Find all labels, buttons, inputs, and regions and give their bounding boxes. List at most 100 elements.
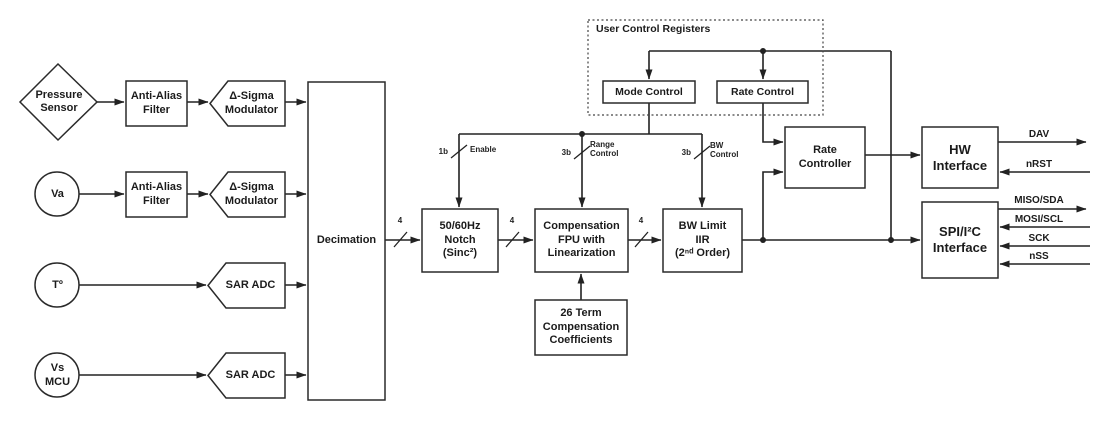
sck-pin-label: SCK [1028, 232, 1050, 244]
anti-alias-2-line2: Filter [143, 194, 170, 207]
comp-fpu-block: Compensation FPU with Linearization [535, 209, 628, 272]
pressure-sensor-label-line1: Pressure [35, 88, 83, 101]
bus-width-4-decim: 4 [391, 216, 409, 226]
bw-control-signal: BW Control [710, 140, 756, 160]
pressure-sensor-node: Pressure Sensor [20, 64, 98, 140]
nrst-pin: nRST [998, 159, 1080, 171]
mode-control-box [602, 80, 696, 104]
bus-width-4-label-3: 4 [638, 216, 644, 226]
bus-width-4-label-1: 4 [397, 216, 403, 226]
range-control-line2: Control [590, 149, 619, 158]
anti-alias-1-line1: Anti-Alias [130, 90, 183, 103]
bw-limit-line2: IIR [695, 233, 710, 246]
dsigma-1-line2: Modulator [224, 103, 279, 116]
dsigma-1-line1: Δ-Sigma [229, 90, 274, 103]
miso-sda-pin-label: MISO/SDA [1014, 194, 1064, 206]
dav-pin-label: DAV [1028, 128, 1050, 140]
hw-interface-line1: HW [949, 141, 971, 157]
rate-controller-line1: Rate [813, 144, 837, 157]
anti-alias-2-line1: Anti-Alias [130, 181, 183, 194]
bw-limit-line3: (2ⁿᵈ Order) [674, 247, 731, 260]
bw-control-line1: BW [710, 140, 724, 150]
notch-line3: (Sinc²) [442, 247, 478, 260]
node-shapes [18, 62, 999, 401]
decimation-box [307, 81, 386, 401]
bw-width-label: 3b [681, 148, 691, 158]
dsigma-modulator-1: Δ-Sigma Modulator [218, 81, 285, 126]
bw-limit-line1: BW Limit [678, 220, 727, 233]
dsigma-1-shape [209, 80, 286, 127]
bw-width: 3b [669, 148, 691, 158]
rate-control-register: Rate Control [717, 81, 808, 103]
rate-controller-line2: Controller [798, 157, 852, 170]
user-control-registers-frame [587, 19, 824, 116]
mosi-scl-pin-label: MOSI/SCL [1014, 213, 1064, 225]
dsigma-modulator-2: Δ-Sigma Modulator [218, 172, 285, 217]
range-width-label: 3b [561, 148, 571, 158]
decimation-block: Decimation [308, 82, 385, 400]
temperature-shape [34, 262, 80, 308]
hw-interface-line2: Interface [932, 157, 988, 173]
bw-limit-box [662, 208, 743, 273]
sar-adc-2-shape [207, 352, 286, 399]
enable-signal: Enable [470, 145, 512, 155]
va-node: Va [35, 172, 80, 217]
va-shape [34, 171, 80, 217]
nss-pin-label: nSS [1029, 250, 1049, 262]
vs-mcu-node: Vs MCU [35, 353, 80, 398]
junction-dots [579, 48, 894, 243]
sar-adc-1: SAR ADC [216, 263, 285, 308]
anti-alias-1-line2: Filter [143, 103, 170, 116]
dav-pin: DAV [998, 129, 1080, 141]
spi-interface-line2: Interface [932, 240, 988, 255]
vs-mcu-line2: MCU [44, 375, 71, 388]
bus-width-4-label-2: 4 [509, 216, 515, 226]
range-width: 3b [549, 148, 571, 158]
nss-pin: nSS [998, 251, 1080, 263]
range-control-signal: Range Control [590, 139, 636, 159]
coefficients-line2: Compensation [542, 320, 620, 333]
anti-alias-filter-2: Anti-Alias Filter [126, 172, 187, 217]
mode-control-register: Mode Control [603, 81, 695, 103]
user-control-registers-title: User Control Registers [596, 23, 766, 37]
spi-interface-block: SPI/I²C Interface [922, 202, 998, 278]
bw-control-line2: Control [710, 150, 739, 159]
enable-width: 1b [426, 147, 448, 157]
sar-adc-2: SAR ADC [216, 353, 285, 398]
notch-line1: 50/60Hz [439, 220, 481, 233]
dsigma-2-line2: Modulator [224, 194, 279, 207]
comp-fpu-line1: Compensation [543, 220, 620, 233]
miso-sda-pin: MISO/SDA [996, 195, 1082, 207]
temperature-label: Tº [52, 278, 63, 291]
bus-width-4-notch: 4 [503, 216, 521, 226]
spi-interface-box [921, 201, 999, 279]
comp-fpu-box [534, 208, 629, 273]
temperature-node: Tº [35, 263, 80, 308]
bus-width-4-comp: 4 [632, 216, 650, 226]
hw-interface-block: HW Interface [922, 127, 998, 188]
comp-fpu-line2: FPU with [557, 233, 606, 246]
signal-arrows [79, 51, 1090, 379]
nrst-pin-label: nRST [1025, 158, 1053, 170]
coefficients-box [534, 299, 628, 356]
vs-mcu-shape [34, 352, 80, 398]
comp-fpu-line3: Linearization [547, 247, 616, 260]
coefficients-line1: 26 Term [560, 307, 602, 320]
anti-alias-2-box [125, 171, 188, 218]
mode-control-label: Mode Control [615, 85, 683, 98]
rate-controller-box [784, 126, 866, 189]
mosi-scl-pin: MOSI/SCL [996, 214, 1082, 226]
notch-box [421, 208, 499, 273]
sck-pin: SCK [998, 233, 1080, 245]
va-label: Va [51, 187, 64, 200]
user-control-registers-label: User Control Registers [596, 23, 711, 35]
sar-adc-1-shape [207, 262, 286, 309]
notch-line2: Notch [444, 233, 476, 246]
enable-signal-label: Enable [470, 145, 497, 155]
range-control-line1: Range [590, 139, 615, 149]
dsigma-2-shape [209, 171, 286, 218]
sar-adc-1-label: SAR ADC [225, 278, 276, 291]
dsigma-2-line1: Δ-Sigma [229, 181, 274, 194]
